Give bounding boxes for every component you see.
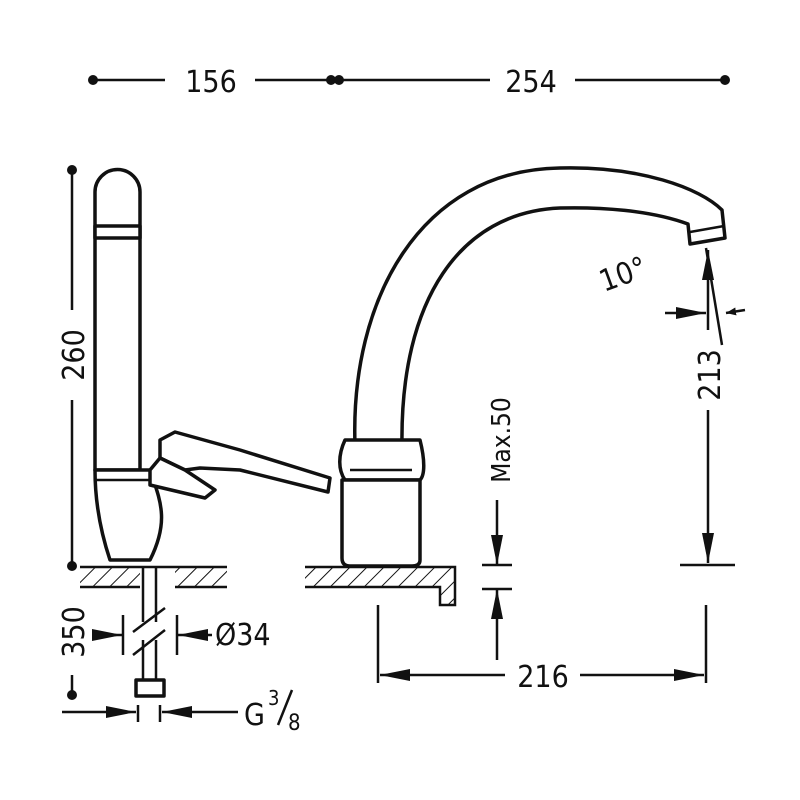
dim-diameter-34: Ø34 bbox=[215, 618, 271, 653]
dimension-reach: 216 bbox=[376, 605, 708, 695]
dimension-height-left: 260 bbox=[57, 165, 92, 571]
dim-216: 216 bbox=[517, 660, 569, 695]
dim-max-50: Max.50 bbox=[487, 397, 517, 483]
mixer-side-view bbox=[93, 167, 332, 562]
dim-350: 350 bbox=[57, 606, 92, 658]
dim-156: 156 bbox=[185, 65, 237, 100]
dimension-spout-height: 213 10° bbox=[595, 247, 746, 567]
dimension-thread: G 3 8 bbox=[62, 686, 301, 736]
dim-254: 254 bbox=[505, 65, 557, 100]
thread-g: G bbox=[244, 698, 265, 733]
thread-numerator: 3 bbox=[268, 686, 279, 710]
mixer-front-view bbox=[338, 166, 727, 568]
dimension-top: 156 254 bbox=[88, 65, 730, 100]
dimension-hole: 350 Ø34 bbox=[57, 606, 271, 700]
supply-pipe bbox=[132, 567, 166, 698]
dim-260: 260 bbox=[57, 329, 92, 381]
countertop bbox=[80, 565, 457, 607]
dimension-max-deck: Max.50 bbox=[482, 397, 517, 660]
thread-denominator: 8 bbox=[288, 711, 301, 736]
dim-213: 213 bbox=[693, 349, 728, 401]
dim-10-degrees: 10° bbox=[595, 250, 652, 299]
